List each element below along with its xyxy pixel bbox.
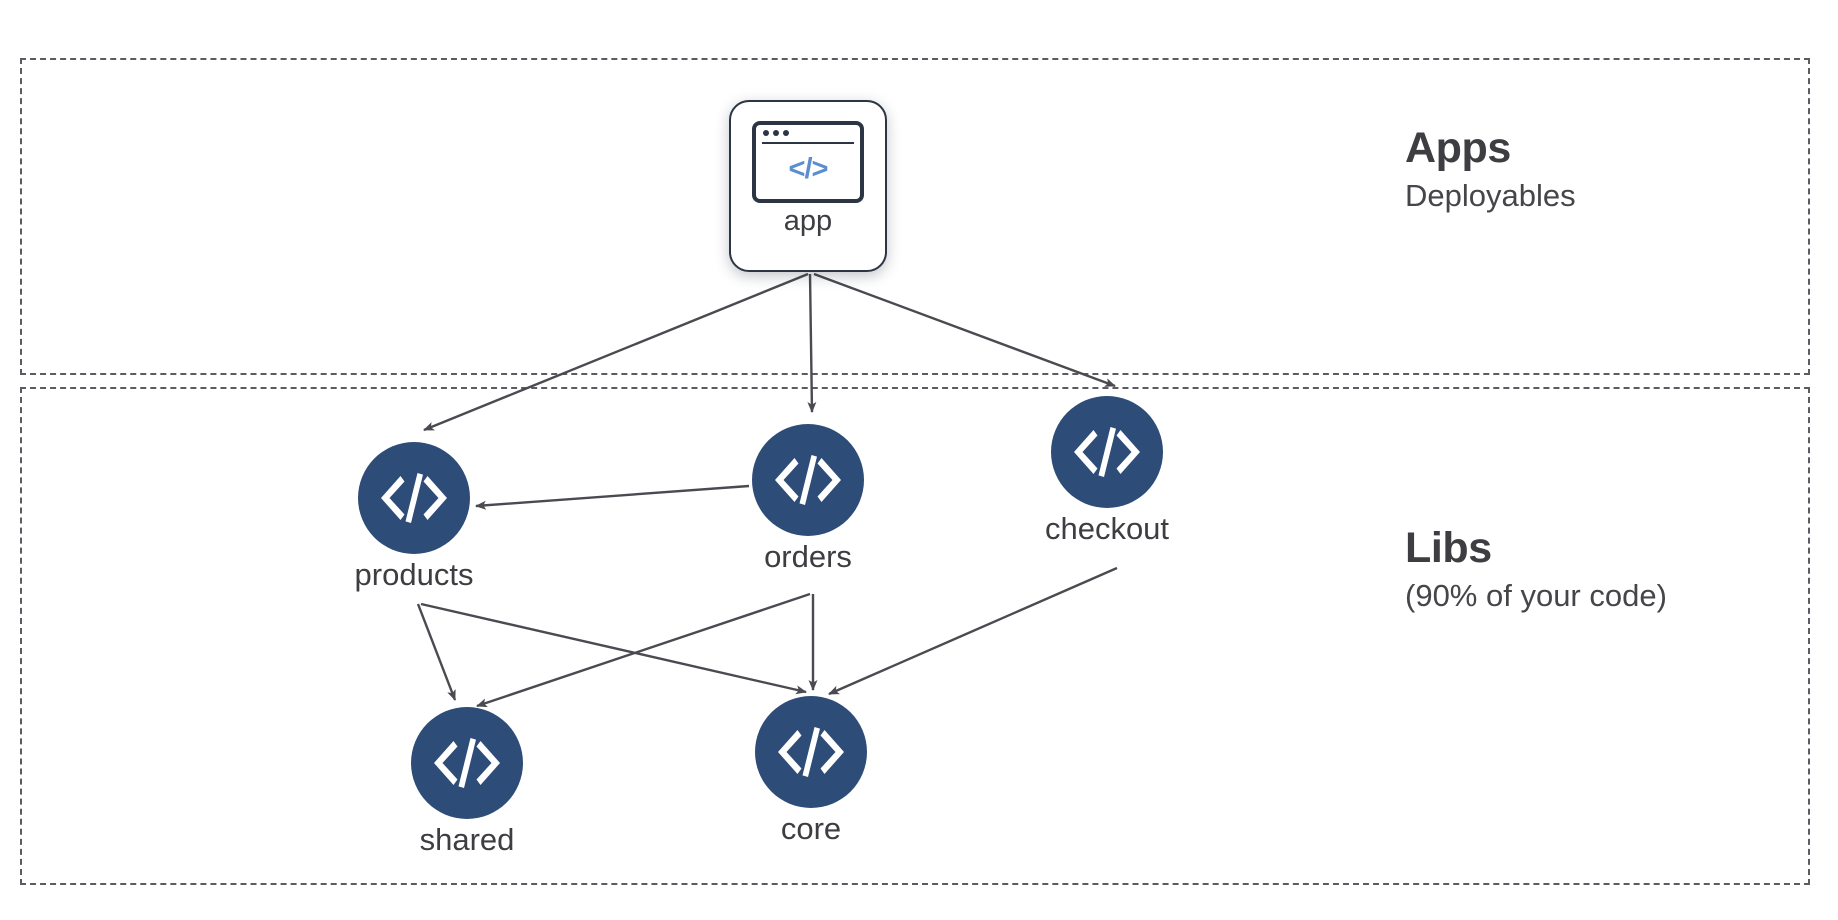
zone-libs-caption: Libs (90% of your code) [1405,525,1667,615]
code-icon [755,696,867,808]
zone-libs [20,387,1810,885]
browser-dots-icon [763,130,789,136]
zone-libs-title: Libs [1405,524,1492,572]
node-orders[interactable]: orders [752,424,864,574]
node-shared-label: shared [419,822,515,857]
node-app[interactable]: </> app [729,100,887,272]
zone-apps [20,58,1810,375]
node-products-label: products [354,557,474,592]
code-glyph: </> [788,152,829,185]
node-orders-label: orders [764,539,852,574]
browser-code-icon: </> [752,121,864,203]
zone-apps-subtitle: Deployables [1405,178,1576,214]
node-checkout[interactable]: checkout [1045,396,1169,546]
zone-apps-title: Apps [1405,124,1511,172]
code-icon [358,442,470,554]
code-icon [411,707,523,819]
zone-apps-caption: Apps Deployables [1405,125,1576,215]
node-shared[interactable]: shared [411,707,523,857]
node-app-label: app [783,205,833,237]
node-core-label: core [780,811,842,846]
zone-libs-subtitle: (90% of your code) [1405,578,1667,614]
node-checkout-label: checkout [1044,511,1170,546]
code-icon [752,424,864,536]
node-core[interactable]: core [755,696,867,846]
browser-divider [762,142,854,144]
code-icon [1051,396,1163,508]
node-products[interactable]: products [355,442,473,592]
